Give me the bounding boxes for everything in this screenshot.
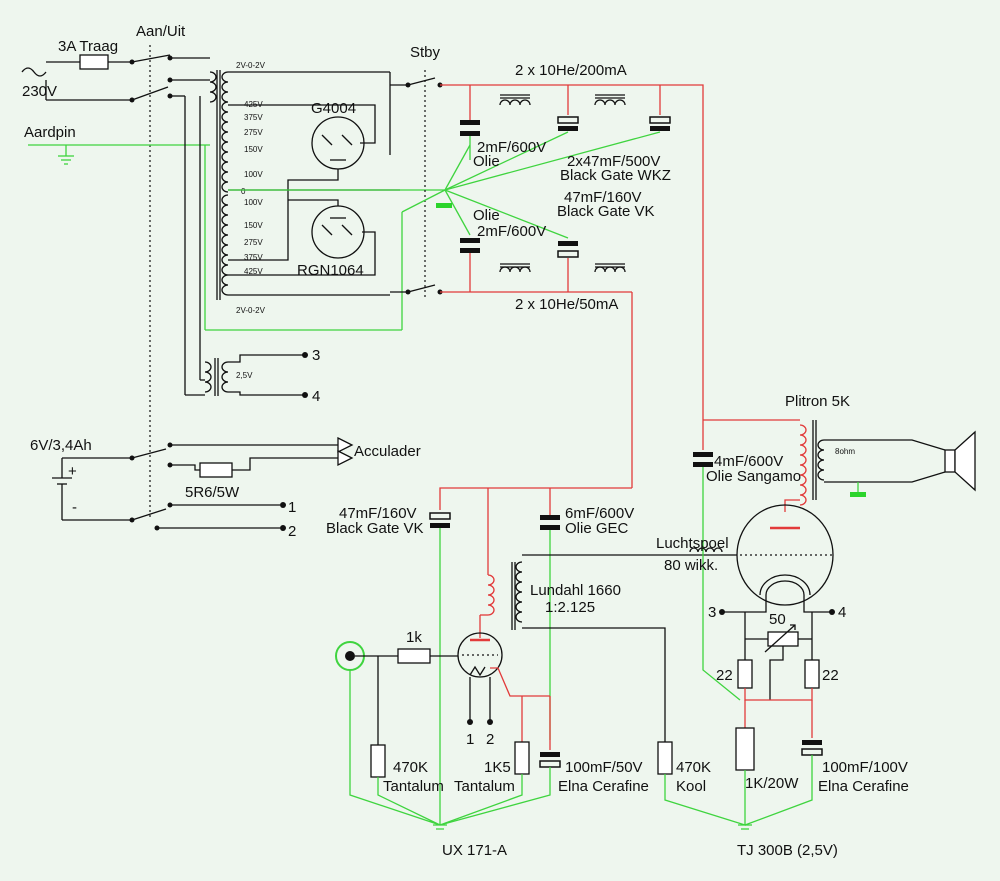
choke-bottom-label: 2 x 10He/50mA <box>515 296 618 313</box>
air-choke-label: Luchtspoel <box>656 535 729 552</box>
stage2: Plitron 5K 8ohm 4mF/600V Olie Sangamo Lu… <box>656 393 976 859</box>
mains-voltage-label: 230V <box>22 83 57 100</box>
rectifier-rgn1064: RGN1064 <box>297 205 365 279</box>
tube-ux171 <box>457 632 503 678</box>
stage1-cap-oil-value: 6mF/600V <box>565 505 634 522</box>
hum-resistor-right: 22 <box>822 667 839 684</box>
load-resistor-value: 470K <box>676 759 711 776</box>
choke-top-2 <box>594 99 626 106</box>
aux-tap-label: 2,5V <box>236 371 253 380</box>
cap-oil-top-value: 2mF/600V <box>477 139 546 156</box>
cap-oil-bottom-value: 2mF/600V <box>477 223 546 240</box>
aux-terminal-4: 4 <box>312 388 320 405</box>
resistor-5r6-label: 5R6/5W <box>185 484 240 501</box>
cap-bg-vk-type: Black Gate VK <box>557 203 655 220</box>
choke-top-label: 2 x 10He/200mA <box>515 62 627 79</box>
tap-label: 375V <box>244 113 263 122</box>
tap-label: 275V <box>244 128 263 137</box>
hum-resistor-left: 22 <box>716 667 733 684</box>
rectifier-bottom-label: RGN1064 <box>297 262 364 279</box>
charger-label: Acculader <box>354 443 421 460</box>
battery-section: 6V/3,4Ah + - Acculader 5R6/5W 1 2 <box>30 436 421 540</box>
tap-label: 425V <box>244 267 263 276</box>
tap-label: 275V <box>244 238 263 247</box>
battery-label: 6V/3,4Ah <box>30 437 92 454</box>
standby-label: Stby <box>410 44 441 61</box>
aux-winding: 2,5V 3 4 <box>185 347 320 405</box>
tap-label: 100V <box>244 170 263 179</box>
lundahl-label: Lundahl 1660 <box>530 582 621 599</box>
cap-oil-top-type: Olie <box>473 153 500 170</box>
hum-pot-label: 50 <box>769 611 786 628</box>
cap-bg-wkz-value: 2x47mF/500V <box>567 153 660 170</box>
grid-resistor-type: Tantalum <box>383 778 444 795</box>
cap-oil-bottom-type: Olie <box>473 207 500 224</box>
tap-label: 100V <box>244 198 263 207</box>
rectifier-g4004: G4004 <box>311 100 365 170</box>
tap-label: 150V <box>244 145 263 154</box>
fuse <box>79 54 109 70</box>
battery-terminal-2: 2 <box>288 523 296 540</box>
switch-label: Aan/Uit <box>136 23 186 40</box>
tap-label: 150V <box>244 221 263 230</box>
battery-terminal-1: 1 <box>288 499 296 516</box>
battery-minus: - <box>72 499 77 516</box>
aux-terminal-3: 3 <box>312 347 320 364</box>
stage1-cap-bg-type: Black Gate VK <box>326 520 424 537</box>
input-resistor-label: 1k <box>406 629 422 646</box>
choke-bottom-2 <box>594 266 626 273</box>
grid-resistor-value: 470K <box>393 759 428 776</box>
cap-bg-wkz-type: Black Gate WKZ <box>560 167 671 184</box>
plate-cap-value: 4mF/600V <box>714 453 783 470</box>
rectifier-top-label: G4004 <box>311 100 356 117</box>
standby-switch: Stby <box>390 44 443 300</box>
stage1-cathode-resistor-value: 1K5 <box>484 759 511 776</box>
stage1-cap-oil-type: Olie GEC <box>565 520 629 537</box>
stage1-cathode-resistor-type: Tantalum <box>454 778 515 795</box>
stage1: 47mF/160V Black Gate VK 6mF/600V Olie GE… <box>326 487 720 859</box>
stage1-filament-2: 2 <box>486 731 494 748</box>
stage2-cathode-resistor: 1K/20W <box>745 775 799 792</box>
choke-top-1 <box>499 99 531 106</box>
stage1-cap-bg-value: 47mF/160V <box>339 505 417 522</box>
air-choke-turns: 80 wikk. <box>664 557 718 574</box>
speaker-icon <box>954 430 976 492</box>
load-resistor-type: Kool <box>676 778 706 795</box>
stage1-filament-1: 1 <box>466 731 474 748</box>
stage1-cathode-cap-type: Elna Cerafine <box>558 778 649 795</box>
stage2-cathode-cap-value: 100mF/100V <box>822 759 908 776</box>
stage1-cathode-cap-value: 100mF/50V <box>565 759 643 776</box>
tap-2v-bottom: 2V-0-2V <box>236 306 266 315</box>
stage1-tube-label: UX 171-A <box>442 842 507 859</box>
tap-label: 375V <box>244 253 263 262</box>
lundahl-ratio: 1:2.125 <box>545 599 595 616</box>
plate-cap-type: Olie Sangamo <box>706 468 801 485</box>
mains-section: 3A Traag Aan/Uit 230V Aardpin <box>21 23 210 520</box>
stage2-filament-3: 3 <box>708 604 716 621</box>
choke-bottom-1 <box>499 266 531 273</box>
tap-label: 0 <box>241 187 246 196</box>
cap-bg-vk-value: 47mF/160V <box>564 189 642 206</box>
output-transformer-label: Plitron 5K <box>785 393 850 410</box>
supply-filter: 2 x 10He/200mA 2mF/600V Olie 2x47mF/500V… <box>401 62 704 488</box>
stage2-tube-label: TJ 300B (2,5V) <box>737 842 838 859</box>
speaker-impedance: 8ohm <box>835 447 855 456</box>
stage2-cathode-cap-type: Elna Cerafine <box>818 778 909 795</box>
tap-2v-top: 2V-0-2V <box>236 61 266 70</box>
fuse-label: 3A Traag <box>58 38 118 55</box>
battery-plus: + <box>68 463 77 480</box>
earth-label: Aardpin <box>24 124 76 141</box>
stage2-filament-4: 4 <box>838 604 846 621</box>
